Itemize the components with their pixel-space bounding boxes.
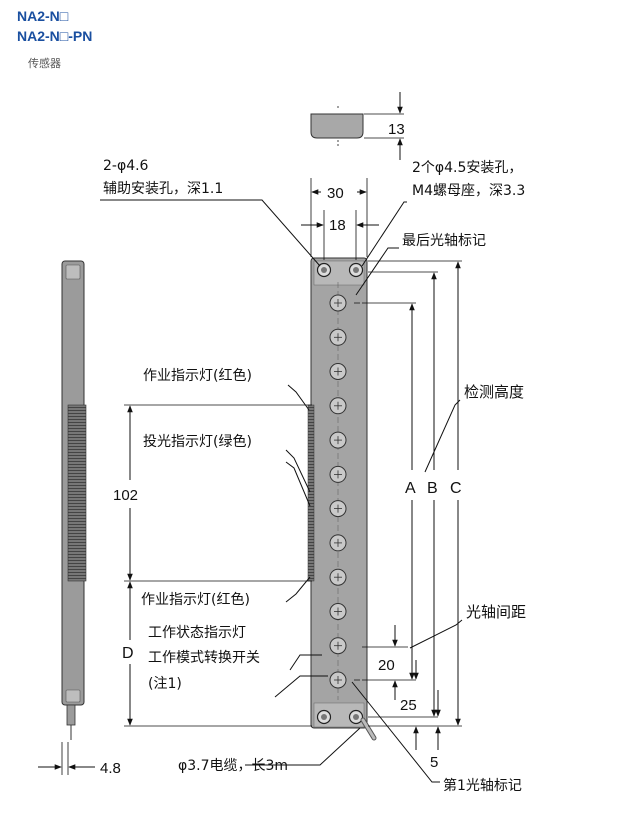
optical-axis-lenses (329, 294, 347, 689)
dim-13: 13 (388, 121, 405, 138)
label-aux-hole-1: 2-φ4.6 (103, 158, 149, 174)
label-status-2: 工作模式转换开关 (148, 649, 260, 666)
label-op-indicator-bottom: 作业指示灯(红色) (141, 591, 250, 608)
label-detect-height: 检测高度 (464, 383, 524, 401)
dim-B: B (427, 480, 438, 497)
side-view (38, 260, 95, 775)
dim-A: A (405, 480, 416, 497)
label-cable: φ3.7电缆，长3m (178, 758, 288, 774)
dim-30: 30 (327, 185, 344, 202)
label-op-indicator-top: 作业指示灯(红色) (143, 367, 252, 384)
dim-20: 20 (378, 657, 395, 674)
dim-D: D (122, 645, 134, 662)
label-first-axis-mark: 第1光轴标记 (443, 777, 522, 794)
label-emit-indicator: 投光指示灯(绿色) (143, 433, 252, 450)
label-axis-pitch: 光轴间距 (466, 603, 526, 621)
label-last-axis-mark: 最后光轴标记 (402, 233, 486, 249)
label-mount-hole-2: M4螺母座，深3.3 (412, 183, 525, 199)
label-aux-hole-2: 辅助安装孔，深1.1 (103, 181, 223, 197)
category-label: 传感器 (28, 57, 61, 70)
dim-102: 102 (113, 487, 138, 504)
dim-4-8: 4.8 (100, 760, 121, 777)
label-mount-hole-1: 2个φ4.5安装孔， (412, 160, 522, 176)
dim-5: 5 (430, 754, 438, 771)
top-view (310, 92, 404, 160)
dim-C: C (450, 480, 462, 497)
dim-25: 25 (400, 697, 417, 714)
model-title-1: NA2-N□ (17, 8, 69, 24)
label-status-1: 工作状态指示灯 (148, 625, 246, 641)
leader-lines (100, 199, 463, 783)
front-view (307, 257, 377, 741)
label-status-3: (注1) (148, 676, 182, 692)
model-title-2: NA2-N□-PN (17, 28, 93, 44)
dim-18: 18 (329, 217, 346, 234)
